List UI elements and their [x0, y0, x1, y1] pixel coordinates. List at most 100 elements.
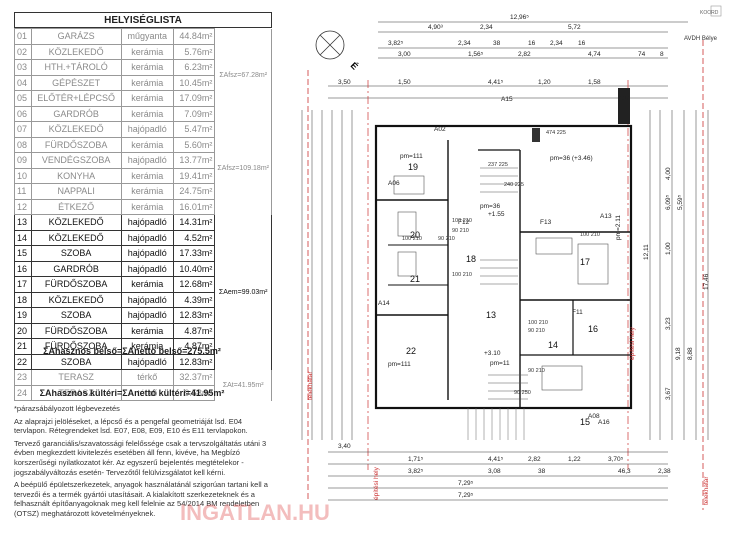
level-label: pm=2.11	[615, 215, 622, 240]
dimension-label: 3,00	[398, 51, 411, 58]
row-name: KÖZLEKEDŐ	[30, 229, 122, 246]
row-name: GARDRÓB	[30, 105, 122, 122]
callout-label: A02	[434, 126, 446, 133]
room-number: 16	[588, 324, 598, 334]
row-number: 10	[14, 167, 32, 184]
row-number: 23	[14, 369, 32, 386]
room-number: 17	[580, 257, 590, 267]
row-floor: kerámia	[120, 105, 174, 122]
room-number: 15	[580, 417, 590, 427]
row-floor: kerámia	[120, 43, 174, 60]
dimension-label: 3,82⁵	[388, 40, 404, 47]
group-sum: ΣAfsz=67.28m²	[214, 28, 272, 122]
dimension-label: 7,29⁵	[458, 480, 474, 487]
dimension-label: 2,34	[458, 40, 471, 47]
row-number: 02	[14, 43, 32, 60]
callout-label: F13	[540, 219, 552, 226]
note-3: Tervező garanciális/szavatossági felelős…	[14, 438, 267, 477]
level-label: pm=111	[400, 153, 423, 160]
dimension-label: 3,23	[665, 317, 672, 330]
dimension-label: 46,3	[618, 468, 631, 475]
row-area: 5.76m²	[172, 43, 216, 60]
svg-text:É: É	[349, 60, 360, 71]
plan-header-right: AVDH Bélye	[684, 36, 718, 42]
row-name: FÜRDŐSZOBA	[30, 136, 122, 153]
dimension-label: 9,18	[675, 347, 682, 360]
total-terrace-area: ΣAhasznos kültéri=ΣAnettó kültéri=41.95m…	[39, 388, 225, 398]
dimension-label: 3,82⁵	[408, 468, 424, 475]
row-floor: térkő	[120, 384, 174, 401]
row-area: 7.09m²	[172, 105, 216, 122]
row-number: 08	[14, 136, 32, 153]
row-number: 04	[14, 74, 32, 91]
door-label: 90 210	[438, 236, 455, 242]
door-label: 100 210	[528, 320, 548, 326]
dimension-label: 2,82	[528, 456, 541, 463]
row-name: SZOBA	[30, 245, 122, 262]
dimension-label: 6,09⁵	[665, 194, 672, 210]
row-name: FÜRDŐSZOBA	[30, 322, 122, 339]
row-floor: hajópadló	[120, 260, 174, 277]
note-1: *párazsábályozott légbevezetés	[14, 404, 120, 413]
level-label: pm=36 (+3.46)	[550, 155, 593, 162]
row-name: FÜRDŐSZOBA	[30, 276, 122, 293]
dimension-label: 4,00	[665, 167, 672, 180]
row-floor: hajópadló	[120, 121, 174, 138]
group-sum: ΣAfsz=109.18m²	[214, 121, 272, 215]
row-area: 12.83m²	[172, 353, 216, 370]
row-number: 06	[14, 105, 32, 122]
row-floor: kerámia	[120, 183, 174, 200]
row-name: SZOBA	[30, 307, 122, 324]
row-floor: kerámia	[120, 198, 174, 215]
row-area: 24.75m²	[172, 183, 216, 200]
dimension-label: 5,59⁵	[677, 194, 684, 210]
stair-label: 474 225	[546, 130, 566, 136]
row-number: 16	[14, 260, 32, 277]
row-area: 14.31m²	[172, 214, 216, 231]
dimension-label: 1,22	[568, 456, 581, 463]
dimension-label: 38	[493, 40, 501, 47]
row-floor: hajópadló	[120, 353, 174, 370]
dimension-label: 1,20	[538, 79, 551, 86]
dimension-label: 4,41⁵	[488, 456, 504, 463]
row-name: ÉTKEZŐ	[30, 198, 122, 215]
dimension-label: 12,11	[643, 244, 650, 260]
row-number: 19	[14, 307, 32, 324]
callout-label: A16	[598, 419, 610, 426]
row-number: 11	[14, 183, 32, 200]
row-floor: hajópadló	[120, 229, 174, 246]
boundary-tag: építési hely	[629, 326, 636, 360]
row-area: 9.58m²	[172, 384, 216, 401]
row-area: 5.60m²	[172, 136, 216, 153]
door-label: 100 210	[580, 232, 600, 238]
callout-label: F11	[572, 309, 583, 316]
door-label: 100 210	[402, 236, 422, 242]
row-area: 12.68m²	[172, 276, 216, 293]
row-area: 12.83m²	[172, 307, 216, 324]
door-label: 90 210	[528, 368, 545, 374]
dimension-label: 16	[578, 40, 586, 47]
callout-label: A08	[588, 413, 600, 420]
row-area: 5.47m²	[172, 121, 216, 138]
dimension-label: 3,08	[488, 468, 501, 475]
row-name: TERASZ	[30, 384, 122, 401]
dimension-label: 4,41⁵	[488, 79, 504, 86]
row-name: GARDRÓB	[30, 260, 122, 277]
dimension-label: 3,67	[665, 387, 672, 400]
row-number: 05	[14, 90, 32, 107]
row-floor: kerámia	[120, 136, 174, 153]
north-arrow-icon: É	[315, 30, 360, 72]
callout-label: A14	[378, 300, 390, 307]
row-area: 4.52m²	[172, 229, 216, 246]
